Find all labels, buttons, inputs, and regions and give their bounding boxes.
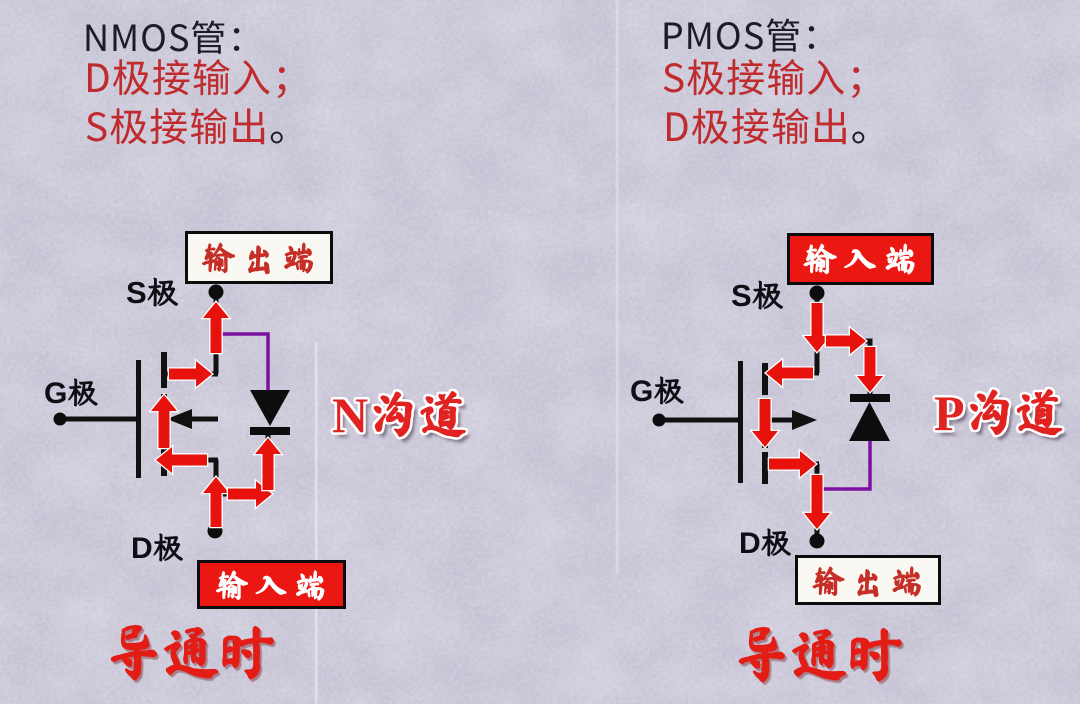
pmos-arrow-drain-down xyxy=(801,473,833,532)
nmos-body-arrow xyxy=(167,409,192,429)
crease-line-left xyxy=(315,342,318,704)
nmos-gate-terminal xyxy=(53,412,67,426)
pmos-header-line1: PMOS管： xyxy=(661,8,840,60)
pmos-drain-label: D极 xyxy=(739,527,791,560)
nmos-header-line3-text: S极接输出 xyxy=(85,97,270,153)
pmos-output-terminal-box: 输出端 xyxy=(795,555,941,605)
pmos-gate-terminal xyxy=(652,413,666,427)
nmos-circuit xyxy=(53,284,290,539)
pmos-source-label: S极 xyxy=(731,278,783,313)
pmos-diode-wire xyxy=(818,440,872,491)
nmos-arrow-source-up xyxy=(200,299,232,355)
pmos-gate-bar xyxy=(738,361,743,483)
crease-line-middle xyxy=(616,0,619,575)
nmos-source-terminal xyxy=(208,284,224,300)
pmos-header-line3: D极接输出。 xyxy=(663,97,891,153)
pmos-diode-triangle xyxy=(849,402,890,441)
pmos-conduction-label: 导通时 xyxy=(733,624,905,682)
nmos-arrow-corner-right xyxy=(226,478,275,510)
nmos-diode-triangle xyxy=(250,390,290,426)
nmos-header-line2: D极接输入； xyxy=(84,48,312,104)
pmos-arrow-top-left xyxy=(763,357,815,389)
nmos-channel-segment-top xyxy=(161,352,167,388)
pmos-header-line2: S极接输入； xyxy=(662,48,887,104)
pmos-body-arrow xyxy=(792,410,817,430)
pmos-gate-label: G极 xyxy=(630,375,684,408)
nmos-arrow-diode-up xyxy=(252,435,284,492)
pmos-input-terminal-box: 输入端 xyxy=(787,233,934,285)
pmos-diode-cathode-bar xyxy=(850,394,890,402)
nmos-input-terminal-box: 输入端 xyxy=(197,560,346,609)
pmos-input-box-text: 输入端 xyxy=(803,242,923,276)
nmos-arrow-drain-up xyxy=(200,474,232,529)
pmos-arrow-channel-down xyxy=(749,397,781,450)
nmos-body-diode xyxy=(250,390,290,435)
nmos-header-line1: NMOS管： xyxy=(83,10,265,62)
pmos-circuit xyxy=(652,285,890,549)
pmos-channel-label: P沟道 xyxy=(934,385,1065,441)
pmos-channel-segment-top xyxy=(762,363,768,395)
nmos-output-box-text: 输出端 xyxy=(201,240,322,275)
nmos-gate-label: G极 xyxy=(44,377,98,410)
nmos-drain-label: D极 xyxy=(131,532,183,565)
pmos-diode-anode-wire xyxy=(817,338,873,394)
nmos-header-line3: S极接输出。 xyxy=(85,97,309,153)
pmos-source-terminal xyxy=(809,285,825,301)
nmos-diode-wire xyxy=(217,332,270,392)
nmos-diode-cathode-bar xyxy=(250,427,290,435)
nmos-input-box-text: 输入端 xyxy=(215,568,333,601)
nmos-arrow-channel-up xyxy=(148,392,180,450)
pmos-output-box-text: 输出端 xyxy=(812,563,929,597)
pmos-arrow-source-down xyxy=(801,301,833,355)
nmos-header-line3-period: 。 xyxy=(269,97,310,153)
nmos-source-label: S极 xyxy=(126,275,178,310)
pmos-arrow-bottom-right xyxy=(767,448,819,480)
nmos-channel-label: N沟道 xyxy=(332,387,469,443)
pmos-header-line3-text: D极接输出 xyxy=(663,97,851,153)
nmos-conduction-label: 导通时 xyxy=(105,622,277,680)
nmos-gate-bar xyxy=(136,360,141,478)
pmos-drain-terminal xyxy=(809,533,825,549)
nmos-output-terminal-box: 输出端 xyxy=(185,231,333,284)
pmos-channel-segment-bottom xyxy=(762,452,768,484)
pmos-arrow-diode-down xyxy=(854,345,886,395)
nmos-arrow-bottom-left xyxy=(153,444,209,476)
nmos-arrow-top-right xyxy=(167,358,215,390)
pmos-body-diode xyxy=(849,394,890,441)
pmos-header-line3-period: 。 xyxy=(850,97,891,153)
pmos-arrow-corner-right xyxy=(824,325,869,357)
